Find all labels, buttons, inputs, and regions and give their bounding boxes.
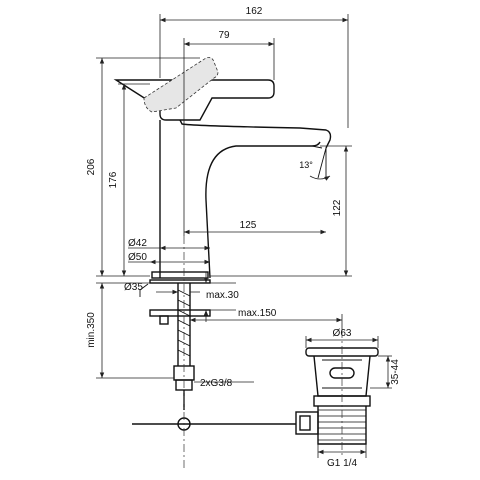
dim-hose-length: min.350 — [86, 282, 174, 379]
dim-35-44-label: 35-44 — [390, 359, 401, 385]
dim-g114-label: G1 1/4 — [327, 458, 357, 469]
dim-176-label: 176 — [108, 171, 119, 188]
dim-spout-height: 122 13° — [210, 145, 352, 277]
dim-waste-diameter: Ø63 — [305, 328, 379, 348]
dim-min350-label: min.350 — [86, 312, 97, 348]
faucet-body — [113, 79, 332, 284]
dim-79-label: 79 — [218, 30, 230, 41]
dim-hole-diameter: Ø35 — [124, 282, 200, 295]
shank-and-hoses — [132, 283, 296, 431]
dim-o50-label: Ø50 — [128, 252, 147, 263]
dim-max30-label: max.30 — [206, 290, 239, 301]
dim-162-label: 162 — [246, 6, 263, 17]
dim-o63-label: Ø63 — [333, 328, 352, 339]
dim-hose-connection: 2xG3/8 — [194, 378, 254, 389]
dim-overall-height: 206 — [86, 57, 200, 277]
dim-spout-reach: 125 — [184, 220, 326, 235]
dim-o42-label: Ø42 — [128, 238, 147, 249]
dim-206-label: 206 — [86, 158, 97, 175]
dim-waste-range: 35-44 — [370, 355, 401, 389]
dim-g38-label: 2xG3/8 — [200, 378, 233, 389]
dim-13deg-label: 13° — [299, 160, 313, 170]
dim-o35-label: Ø35 — [124, 282, 143, 293]
dim-handle-reach: 79 — [183, 30, 275, 236]
dim-overall-width: 162 — [159, 6, 349, 128]
dim-122-label: 122 — [332, 199, 343, 216]
dim-waste-thread: G1 1/4 — [317, 444, 367, 469]
popup-waste — [295, 347, 379, 445]
center-lines — [183, 236, 343, 470]
dim-body-height: 176 — [108, 83, 150, 276]
dim-flex-reach: max.150 — [190, 308, 343, 330]
dim-125-label: 125 — [240, 220, 257, 231]
lever-open-position — [143, 57, 219, 113]
dim-body-diameters: Ø42 Ø50 — [128, 238, 210, 265]
dim-max150-label: max.150 — [238, 308, 277, 319]
dim-counter-thickness: max.30 — [203, 272, 239, 322]
